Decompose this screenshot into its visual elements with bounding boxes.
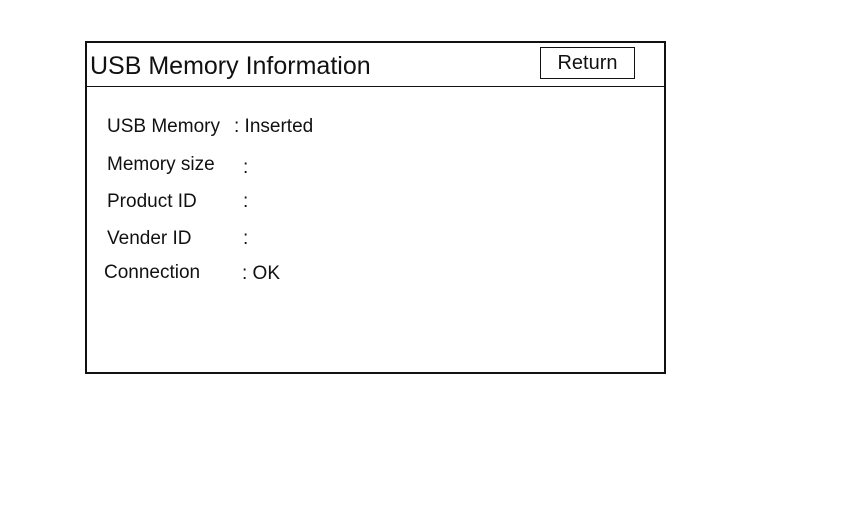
row-label: Vender ID (107, 228, 192, 249)
return-button[interactable]: Return (540, 47, 635, 79)
row-label: Product ID (107, 191, 197, 212)
row-value: : (243, 191, 249, 212)
row-value: : (243, 228, 249, 249)
row-value: : Inserted (234, 116, 314, 137)
row-value: : (243, 157, 249, 178)
row-label: Memory size (107, 154, 215, 175)
panel-header: USB Memory Information Return (87, 43, 664, 87)
row-label: Connection (104, 262, 201, 283)
panel-title: USB Memory Information (90, 52, 371, 80)
usb-memory-info-panel: USB Memory Information Return USB Memory… (85, 41, 666, 374)
row-label: USB Memory (107, 116, 220, 137)
row-value: : OK (242, 263, 281, 284)
